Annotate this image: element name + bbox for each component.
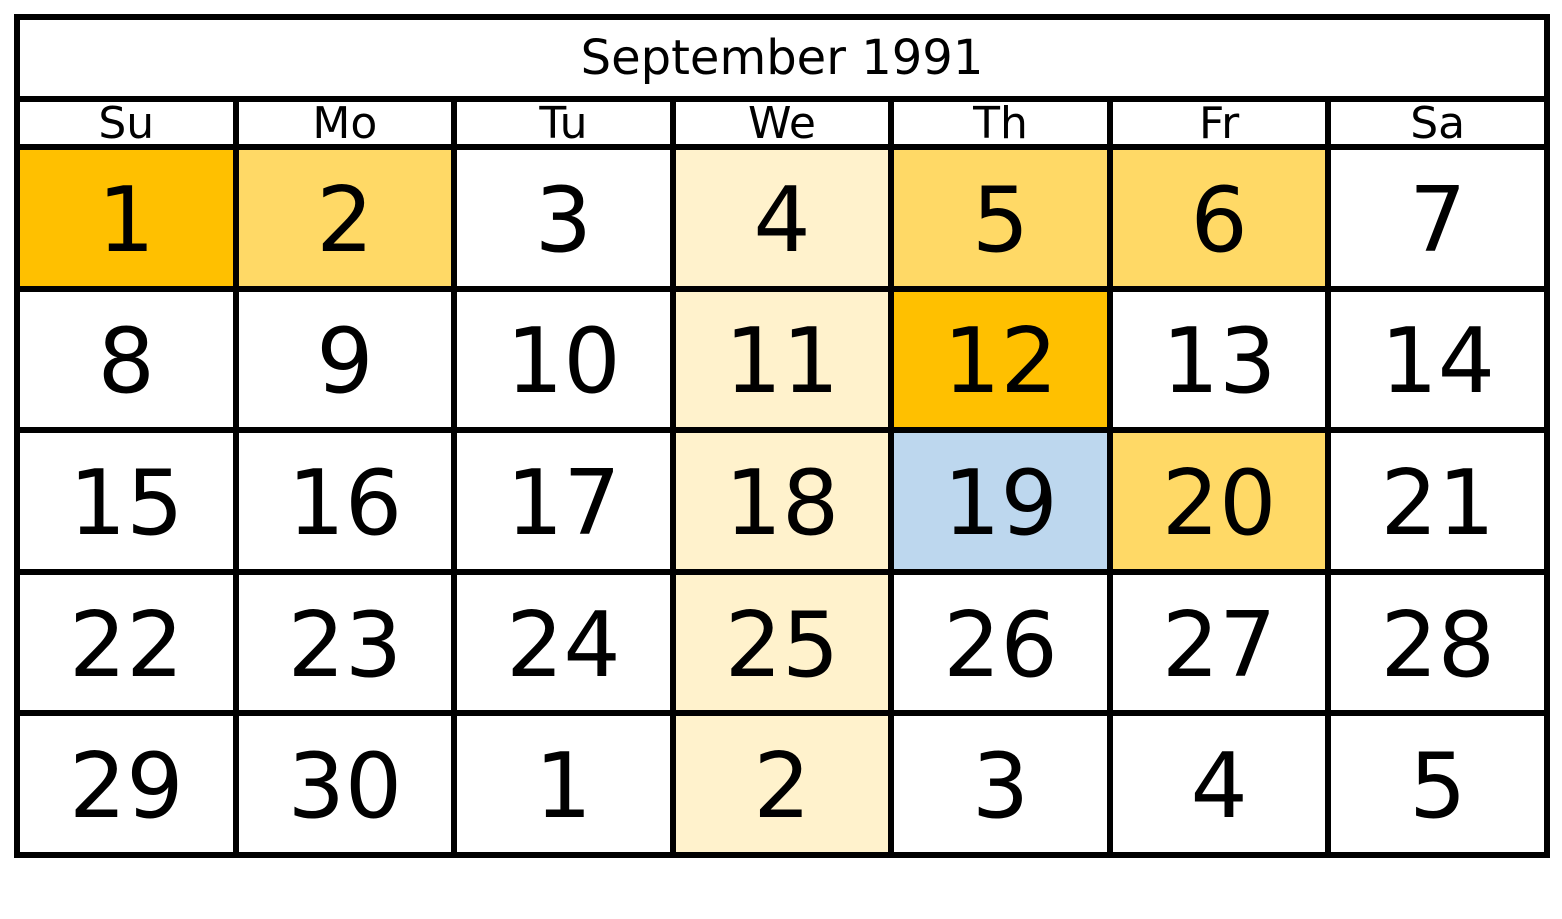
day-number: 15 — [69, 450, 184, 556]
day-number: 17 — [506, 450, 621, 556]
day-cell[interactable]: 15 — [20, 433, 233, 569]
day-cell[interactable]: 9 — [238, 291, 452, 428]
day-number: 2 — [316, 167, 374, 273]
calendar-grid: 1 2 3 4 5 6 7 8 9 10 11 12 13 14 15 16 1… — [20, 150, 1544, 852]
day-number: 1 — [97, 167, 155, 273]
weekday-header-tu: Tu — [457, 102, 670, 144]
day-cell[interactable]: 27 — [1112, 574, 1326, 711]
day-number: 23 — [287, 592, 403, 698]
weekday-label: Fr — [1199, 102, 1240, 144]
day-cell[interactable]: 3 — [894, 716, 1107, 852]
day-cell[interactable]: 19 — [894, 433, 1107, 569]
day-cell[interactable]: 8 — [20, 291, 233, 428]
day-cell[interactable]: 2 — [238, 150, 452, 286]
weekday-label: Sa — [1410, 102, 1466, 144]
weekday-header-row: Su Mo Tu We Th Fr Sa — [20, 102, 1544, 144]
day-cell[interactable]: 2 — [675, 716, 889, 852]
day-number: 14 — [1380, 309, 1495, 415]
day-cell[interactable]: 25 — [675, 574, 889, 711]
weekday-label: Su — [98, 102, 155, 144]
day-number: 20 — [1161, 450, 1277, 556]
calendar-title-text: September 1991 — [580, 30, 984, 86]
day-number: 16 — [287, 450, 403, 556]
day-cell[interactable]: 5 — [894, 150, 1107, 286]
day-cell[interactable]: 6 — [1112, 150, 1326, 286]
day-number: 5 — [971, 167, 1030, 273]
day-number: 30 — [287, 734, 403, 840]
weekday-header-mo: Mo — [238, 102, 452, 144]
day-number: 21 — [1380, 450, 1495, 556]
day-cell[interactable]: 29 — [20, 716, 233, 852]
day-cell[interactable]: 26 — [894, 574, 1107, 711]
weekday-label: Tu — [539, 102, 588, 144]
day-number: 10 — [506, 309, 621, 415]
calendar: September 1991 Su Mo Tu We Th Fr Sa 1 2 … — [14, 14, 1550, 858]
day-cell[interactable]: 22 — [20, 574, 233, 711]
day-number: 3 — [534, 167, 593, 273]
day-cell[interactable]: 10 — [457, 291, 670, 428]
day-cell[interactable]: 7 — [1331, 150, 1544, 286]
day-number: 22 — [69, 592, 184, 698]
day-cell[interactable]: 13 — [1112, 291, 1326, 428]
day-number: 12 — [943, 309, 1058, 415]
day-number: 29 — [69, 734, 184, 840]
day-number: 5 — [1409, 734, 1467, 840]
day-number: 24 — [506, 592, 621, 698]
weekday-header-su: Su — [20, 102, 233, 144]
calendar-title: September 1991 — [20, 20, 1544, 96]
day-cell[interactable]: 14 — [1331, 291, 1544, 428]
day-cell[interactable]: 18 — [675, 433, 889, 569]
day-cell[interactable]: 1 — [20, 150, 233, 286]
day-number: 6 — [1190, 167, 1248, 273]
weekday-label: Th — [973, 102, 1028, 144]
day-cell[interactable]: 17 — [457, 433, 670, 569]
day-cell[interactable]: 4 — [1112, 716, 1326, 852]
day-number: 26 — [943, 592, 1058, 698]
day-number: 25 — [724, 592, 840, 698]
day-number: 28 — [1380, 592, 1495, 698]
day-cell[interactable]: 1 — [457, 716, 670, 852]
day-number: 7 — [1409, 167, 1467, 273]
weekday-label: We — [747, 102, 816, 144]
day-number: 11 — [724, 309, 840, 415]
day-number: 1 — [534, 734, 593, 840]
weekday-header-we: We — [675, 102, 889, 144]
day-number: 2 — [753, 734, 811, 840]
day-cell[interactable]: 20 — [1112, 433, 1326, 569]
day-number: 4 — [1190, 734, 1248, 840]
day-cell[interactable]: 4 — [675, 150, 889, 286]
day-cell[interactable]: 16 — [238, 433, 452, 569]
day-cell[interactable]: 23 — [238, 574, 452, 711]
day-cell[interactable]: 21 — [1331, 433, 1544, 569]
day-cell[interactable]: 28 — [1331, 574, 1544, 711]
day-number: 19 — [943, 450, 1058, 556]
day-cell[interactable]: 30 — [238, 716, 452, 852]
day-number: 9 — [316, 309, 374, 415]
day-cell[interactable]: 5 — [1331, 716, 1544, 852]
day-number: 8 — [97, 309, 155, 415]
weekday-header-sa: Sa — [1331, 102, 1544, 144]
day-number: 18 — [724, 450, 840, 556]
day-cell[interactable]: 24 — [457, 574, 670, 711]
day-number: 13 — [1161, 309, 1277, 415]
weekday-label: Mo — [312, 102, 378, 144]
day-cell[interactable]: 12 — [894, 291, 1107, 428]
day-number: 4 — [753, 167, 811, 273]
day-cell[interactable]: 3 — [457, 150, 670, 286]
day-number: 27 — [1161, 592, 1277, 698]
weekday-header-fr: Fr — [1112, 102, 1326, 144]
weekday-header-th: Th — [894, 102, 1107, 144]
day-cell[interactable]: 11 — [675, 291, 889, 428]
day-number: 3 — [971, 734, 1030, 840]
